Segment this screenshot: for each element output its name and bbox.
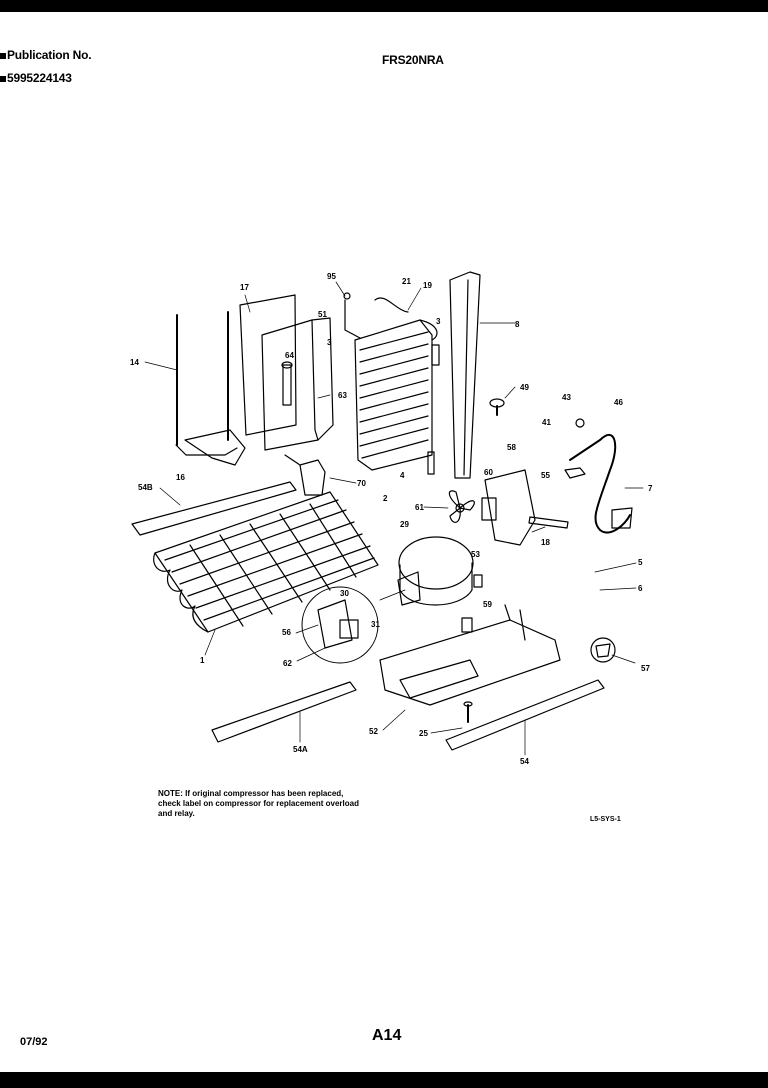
part-cover-panel [261,317,334,451]
callout-19: 19 [423,281,432,290]
part-fan-blade [448,490,475,523]
callout-63: 63 [338,391,347,400]
callout-18: 18 [541,538,550,547]
part-grommet [473,574,483,588]
callout-1: 1 [200,656,205,665]
part-bracket-54 [445,679,605,751]
part-clip [590,637,616,663]
callout-8: 8 [515,320,520,329]
callout-31: 31 [371,620,380,629]
part-base-screw [463,701,473,723]
callout-7: 7 [648,484,653,493]
publication-number-text: 5995224143 [7,71,72,85]
callout-16: 16 [176,473,185,482]
callout-54b: 54B [138,483,153,492]
callout-6: 6 [638,584,643,593]
callout-3a: 3 [327,338,332,347]
callout-25: 25 [419,729,428,738]
part-bracket-54a [211,681,357,743]
diagram-code: L5-SYS-1 [590,816,621,823]
callout-30: 30 [340,589,349,598]
callout-59: 59 [483,600,492,609]
callout-49: 49 [520,383,529,392]
publication-number: 5995224143 [0,71,72,85]
callout-4: 4 [400,471,405,480]
callout-17: 17 [240,283,249,292]
callout-60: 60 [484,468,493,477]
part-thermostat-bracket [284,454,326,496]
part-bracket-54b [131,481,297,536]
publication-label-text: Publication No. [7,48,92,62]
part-fan-shroud [484,469,536,546]
callout-14: 14 [130,358,139,367]
callout-56: 56 [282,628,291,637]
part-pin [528,516,569,529]
part-relay-detail [301,586,406,664]
part-rod [175,314,238,456]
callout-51: 51 [318,310,327,319]
bottom-border [0,1072,768,1088]
model-number: FRS20NRA [382,53,444,67]
callout-3b: 3 [436,317,441,326]
page-number: A14 [372,1027,402,1044]
callout-21: 21 [402,277,411,286]
part-compressor [397,536,474,606]
callout-labels: 14 17 95 21 19 8 51 3 3 64 63 49 43 46 4… [130,272,653,766]
top-border [0,0,768,12]
callout-54: 54 [520,757,529,766]
part-evaporator-coil [343,292,438,471]
callout-46: 46 [614,398,623,407]
callout-54a: 54A [293,745,308,754]
callout-53: 53 [471,550,480,559]
part-insulation-pad [184,294,297,466]
callout-57: 57 [641,664,650,673]
publication-label: Publication No. [0,48,92,62]
revision-date: 07/92 [20,1036,48,1048]
part-screw [489,398,505,416]
part-channel [449,271,481,479]
callout-43: 43 [562,393,571,402]
part-drier [431,344,440,366]
callout-55: 55 [541,471,550,480]
part-fan-motor [481,497,497,521]
part-condenser [153,491,379,633]
callout-70: 70 [357,479,366,488]
leader-lines [144,281,644,756]
callout-61: 61 [415,503,424,512]
callout-2: 2 [383,494,388,503]
callout-5: 5 [638,558,643,567]
compressor-note: NOTE: If original compressor has been re… [158,789,359,818]
part-capillary-tube [427,451,435,475]
callout-52: 52 [369,727,378,736]
callout-41: 41 [542,418,551,427]
callout-29: 29 [400,520,409,529]
callout-58: 58 [507,443,516,452]
callout-62: 62 [283,659,292,668]
callout-64: 64 [285,351,294,360]
part-wiring-harness [564,418,633,534]
part-base-pan [379,604,561,706]
part-mounting-stud [461,617,473,633]
callout-95: 95 [327,272,336,281]
